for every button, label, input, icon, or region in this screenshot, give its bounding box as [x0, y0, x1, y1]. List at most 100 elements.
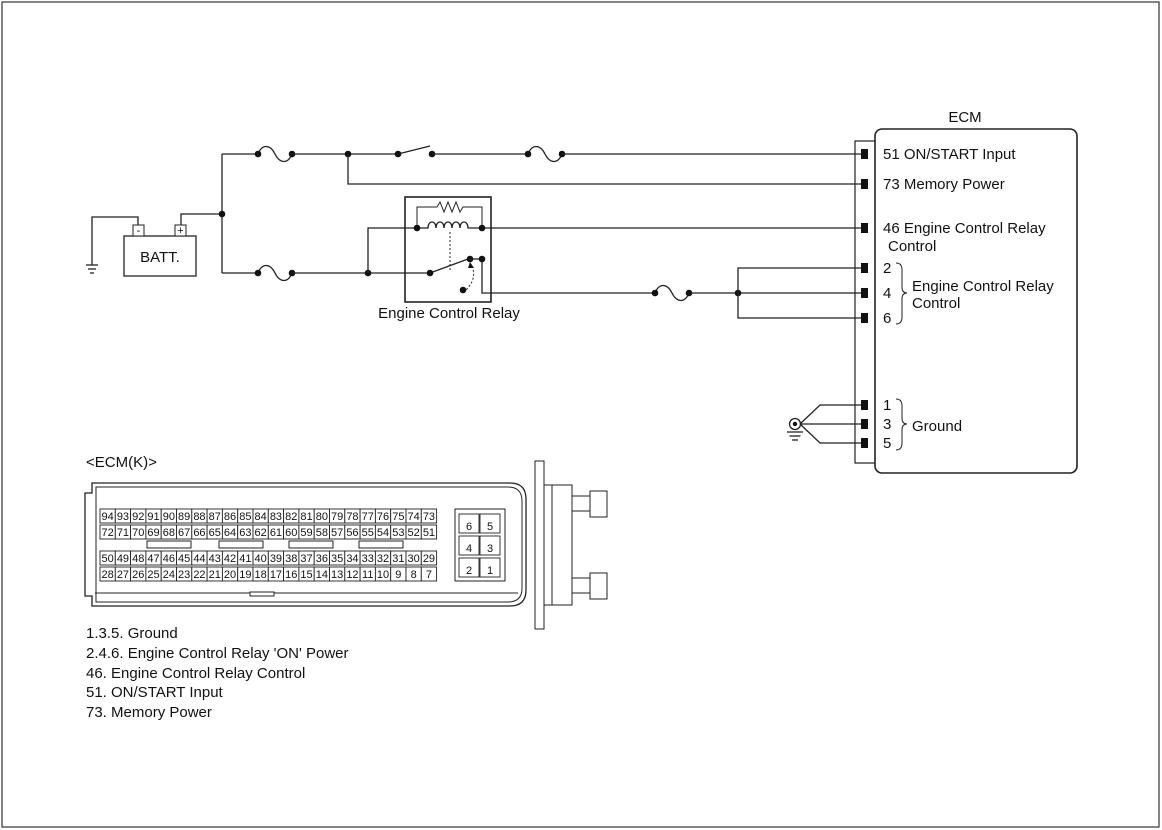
connector-pin-number: 8 [411, 569, 417, 581]
battery-neg-sign: - [137, 225, 141, 237]
ground-pins-brace [895, 398, 908, 451]
connector-title: <ECM(K)> [86, 454, 157, 471]
pin-73-terminal [861, 179, 868, 189]
connector-pin-cell: 84 [252, 508, 269, 524]
connector-pin-number: 65 [209, 527, 221, 539]
connector-pin-cell: 78 [344, 508, 361, 524]
connector-pin-cell: 35 [329, 550, 346, 566]
pin-3-terminal [861, 419, 868, 429]
connector-pin-number: 23 [178, 569, 190, 581]
legend-item: 51. ON/START Input [86, 684, 224, 701]
connector-pin-cell: 9 [390, 566, 407, 582]
connector-pin-number: 84 [255, 511, 267, 523]
connector-pin-number: 45 [178, 553, 190, 565]
relay-coil-icon [417, 221, 482, 229]
connector-pin-cell: 57 [329, 524, 346, 540]
connector-pin-number: 94 [102, 511, 114, 523]
legend-item: 2.4.6. Engine Control Relay 'ON' Power [86, 645, 349, 662]
connector-pin-number: 16 [285, 569, 297, 581]
connector-latch-3 [288, 540, 334, 549]
connector-pin-number: 12 [346, 569, 358, 581]
connector-pin-number: 33 [362, 553, 374, 565]
connector-housing [84, 482, 527, 607]
connector-pin-number: 86 [224, 511, 236, 523]
wire-to-pin-6 [737, 293, 861, 319]
connector-pin-cell: 27 [114, 566, 132, 582]
connector-pin-number: 76 [377, 511, 389, 523]
connector-pin-cell: 26 [130, 566, 147, 582]
battery-label: BATT. [140, 249, 180, 266]
connector-pin-cell: 51 [420, 524, 438, 540]
connector-pin-cell: 13 [329, 566, 346, 582]
connector-pin-cell: 64 [221, 524, 239, 540]
pin-46-terminal [861, 223, 868, 233]
connector-pin-cell: 67 [176, 524, 193, 540]
connector-pin-number: 27 [117, 569, 129, 581]
connector-pin-cell: 16 [283, 566, 300, 582]
connector-pin-number: 85 [239, 511, 251, 523]
connector-pin-number: 37 [300, 553, 312, 565]
connector-pin-cell: 71 [114, 524, 132, 540]
connector-pin-number: 18 [255, 569, 267, 581]
battery-pos-sign: + [177, 225, 183, 237]
connector-pin-cell: 54 [374, 524, 392, 540]
wire-to-pin-73 [347, 154, 861, 185]
connector-pin-number: 11 [362, 569, 373, 581]
connector-pin-number: 59 [300, 527, 312, 539]
connector-pin-cell: 5 [479, 513, 501, 534]
connector-pin-number: 77 [362, 511, 374, 523]
connector-pin-number: 2 [466, 565, 472, 577]
connector-pin-number: 31 [392, 553, 404, 565]
connector-pin-cell: 25 [145, 566, 162, 582]
connector-pin-cell: 91 [145, 508, 162, 524]
connector-pin-number: 51 [423, 527, 435, 539]
connector-pin-number: 72 [102, 527, 114, 539]
connector-pin-number: 69 [147, 527, 159, 539]
fuse-bottom-1-icon [257, 264, 293, 282]
connector-pin-number: 62 [255, 527, 267, 539]
pin-1-label: 1 [883, 397, 891, 414]
connector-latch-bottom [249, 591, 275, 597]
connector-pin-cell: 15 [298, 566, 315, 582]
connector-side-view [534, 460, 608, 630]
connector-pin-cell: 8 [405, 566, 422, 582]
connector-pin-cell: 28 [99, 566, 116, 582]
connector-pin-number: 39 [270, 553, 282, 565]
connector-pin-number: 10 [377, 569, 389, 581]
connector-pin-number: 26 [132, 569, 144, 581]
connector-pin-number: 46 [163, 553, 175, 565]
pin-1-terminal [861, 400, 868, 410]
connector-pin-cell: 39 [267, 550, 285, 566]
pin-4-terminal [861, 288, 868, 298]
pin-46-label: 46 Engine Control Relay [883, 220, 1046, 237]
connector-pin-number: 88 [193, 511, 205, 523]
connector-pin-cell: 30 [405, 550, 422, 566]
relay-group-label-2: Control [912, 295, 960, 312]
connector-pin-number: 28 [102, 569, 114, 581]
connector-pin-cell: 45 [176, 550, 193, 566]
connector-pin-number: 50 [102, 553, 114, 565]
connector-pin-cell: 7 [420, 566, 438, 582]
connector-pin-number: 7 [426, 569, 432, 581]
wire-to-pin-2 [737, 267, 861, 293]
ecm-block: ECM 51 ON/START Input 73 Memory Power 46… [854, 109, 1078, 474]
connector-pin-number: 74 [408, 511, 420, 523]
connector-pin-cell: 68 [160, 524, 177, 540]
connector-pin-cell: 32 [374, 550, 392, 566]
connector-pin-cell: 82 [283, 508, 300, 524]
connector-latch-2 [218, 540, 264, 549]
connector-pin-cell: 81 [298, 508, 315, 524]
connector-pin-cell: 11 [359, 566, 376, 582]
pin-2-terminal [861, 263, 868, 273]
junction-battery [218, 210, 226, 218]
connector-pin-number: 68 [163, 527, 175, 539]
connector-pin-cell: 46 [160, 550, 177, 566]
pin-3-label: 3 [883, 416, 891, 433]
legend-item: 1.3.5. Ground [86, 625, 178, 642]
connector-pin-cell: 49 [114, 550, 132, 566]
ignition-switch-icon [397, 145, 431, 155]
connector-pin-number: 29 [423, 553, 435, 565]
connector-pin-cell: 44 [191, 550, 208, 566]
